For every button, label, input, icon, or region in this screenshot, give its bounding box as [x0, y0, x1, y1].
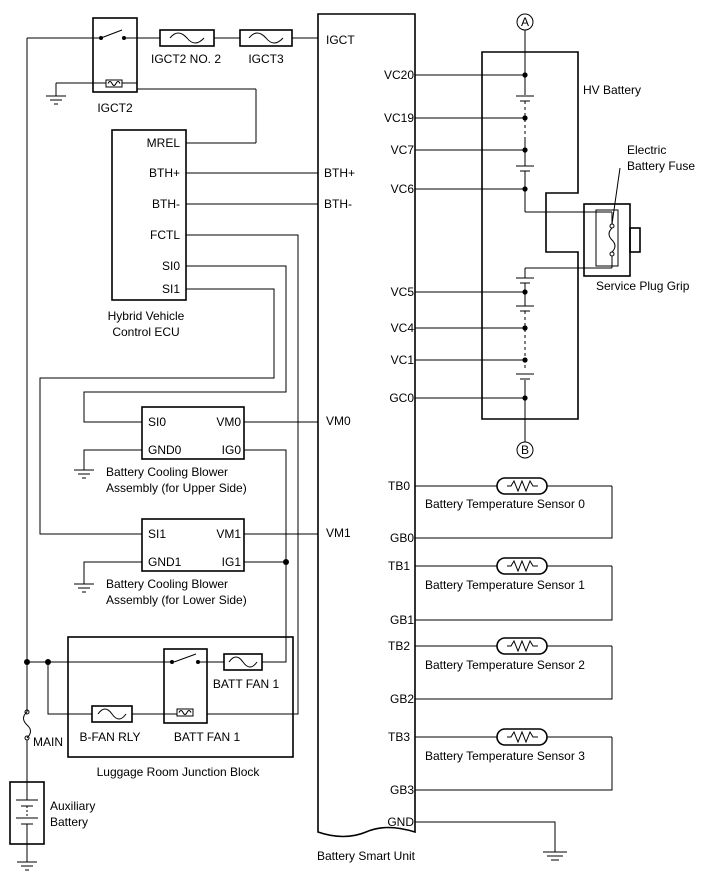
bsu-pin-vc4: VC4 — [391, 321, 415, 335]
battery-smart-unit: Battery Smart Unit IGCT BTH+ BTH- VM0 VM… — [317, 13, 416, 863]
blower-lower-pin-ig1: IG1 — [222, 555, 242, 569]
auxiliary-battery: Auxiliary Battery — [9, 740, 95, 871]
main-fuse: MAIN — [23, 709, 63, 749]
temp-sensor-3: Battery Temperature Sensor 3 — [415, 728, 613, 791]
igct2-relay: IGCT2 — [46, 17, 257, 144]
blower-upper-title-line1: Battery Cooling Blower — [106, 465, 228, 479]
hv-battery-taps — [415, 72, 528, 401]
blower-upper-title-line2: Assembly (for Upper Side) — [106, 481, 247, 495]
batt-fan1-relay-label: BATT FAN 1 — [174, 730, 241, 744]
bsu-pin-tb3: TB3 — [388, 730, 410, 744]
blower-upper-pin-vm0: VM0 — [216, 415, 241, 429]
connector-a-label: A — [521, 15, 529, 29]
fuse-igct2-no2-label: IGCT2 NO. 2 — [151, 52, 221, 66]
blower-lower-pin-si1: SI1 — [148, 527, 166, 541]
bsu-pin-vc20: VC20 — [384, 68, 414, 82]
temp-sensor-2: Battery Temperature Sensor 2 — [415, 637, 613, 700]
bsu-pin-tb2: TB2 — [388, 639, 410, 653]
aux-battery-label-line1: Auxiliary — [50, 799, 95, 813]
electric-battery-fuse-label-line1: Electric — [627, 143, 666, 157]
fuse-igct3-label: IGCT3 — [248, 52, 284, 66]
service-plug-grip: Service Plug Grip Electric Battery Fuse — [583, 143, 695, 293]
bsu-pin-tb0: TB0 — [388, 479, 410, 493]
bsu-pin-gb1: GB1 — [390, 613, 414, 627]
ecu-wiring — [39, 172, 318, 715]
ecu-pin-fctl: FCTL — [150, 228, 180, 242]
bsu-pin-bth-minus: BTH- — [324, 197, 352, 211]
bsu-pin-gb0: GB0 — [390, 531, 414, 545]
ecu-title-line2: Control ECU — [112, 325, 179, 339]
bsu-pin-vm0: VM0 — [326, 414, 351, 428]
bsu-pin-vm1: VM1 — [326, 526, 351, 540]
blower-lower-pin-gnd1: GND1 — [148, 555, 182, 569]
fuse-igct3: IGCT3 — [239, 29, 293, 66]
blower-lower-pin-vm1: VM1 — [216, 527, 241, 541]
blower-upper-pin-gnd0: GND0 — [148, 443, 182, 457]
bsu-pin-igct: IGCT — [326, 33, 355, 47]
bsu-pin-vc19: VC19 — [384, 111, 414, 125]
ecu-title-line1: Hybrid Vehicle — [108, 309, 185, 323]
temp-sensor-2-label: Battery Temperature Sensor 2 — [425, 658, 585, 672]
blower-upper-wiring — [74, 421, 318, 663]
battery-smart-unit-label: Battery Smart Unit — [317, 849, 416, 863]
junction-block-title: Luggage Room Junction Block — [97, 765, 261, 779]
ecu-pin-si0: SI0 — [162, 259, 180, 273]
aux-battery-label-line2: Battery — [50, 815, 88, 829]
blower-lower-wiring — [74, 533, 318, 593]
hv-battery-label: HV Battery — [583, 83, 641, 97]
bsu-pin-tb1: TB1 — [388, 559, 410, 573]
connector-b-label: B — [521, 443, 529, 457]
ecu-pin-mrel: MREL — [147, 136, 181, 150]
blower-assembly-lower: SI1 VM1 GND1 IG1 Battery Cooling Blower … — [106, 518, 247, 607]
temp-sensor-0-label: Battery Temperature Sensor 0 — [425, 497, 585, 511]
hybrid-vehicle-control-ecu: MREL BTH+ BTH- FCTL SI0 SI1 Hybrid Vehic… — [108, 129, 187, 339]
junction-block-wiring — [24, 659, 224, 715]
temp-sensor-0: Battery Temperature Sensor 0 — [415, 477, 613, 539]
ecu-pin-bth-plus: BTH+ — [149, 166, 180, 180]
bsu-pin-gb2: GB2 — [390, 692, 414, 706]
service-plug-grip-label: Service Plug Grip — [596, 279, 690, 293]
bsu-pin-bth-plus: BTH+ — [324, 166, 355, 180]
bsu-pin-vc5: VC5 — [391, 285, 415, 299]
electric-battery-fuse-label-line2: Battery Fuse — [627, 159, 695, 173]
temp-sensor-1-label: Battery Temperature Sensor 1 — [425, 578, 585, 592]
temp-sensor-3-label: Battery Temperature Sensor 3 — [425, 749, 585, 763]
main-fuse-label: MAIN — [33, 735, 63, 749]
blower-lower-title-line2: Assembly (for Lower Side) — [106, 593, 247, 607]
ignition-feed — [26, 37, 318, 712]
bsu-pin-gc0: GC0 — [389, 391, 414, 405]
blower-assembly-upper: SI0 VM0 GND0 IG0 Battery Cooling Blower … — [106, 406, 247, 495]
bsu-pin-vc6: VC6 — [391, 182, 415, 196]
bsu-ground — [415, 821, 567, 861]
igct2-relay-label: IGCT2 — [97, 101, 133, 115]
batt-fan1-fuse-label: BATT FAN 1 — [213, 677, 280, 691]
blower-lower-title-line1: Battery Cooling Blower — [106, 577, 228, 591]
hv-battery: HV Battery A B — [481, 13, 641, 459]
blower-upper-pin-si0: SI0 — [148, 415, 166, 429]
bsu-pin-gnd: GND — [387, 815, 414, 829]
fuse-igct2-no2: IGCT2 NO. 2 — [151, 29, 221, 66]
b-fan-rly-fuse-label: B-FAN RLY — [79, 730, 140, 744]
blower-upper-pin-ig0: IG0 — [222, 443, 242, 457]
temp-sensor-1: Battery Temperature Sensor 1 — [415, 557, 613, 621]
bsu-pin-vc7: VC7 — [391, 143, 415, 157]
ecu-pin-bth-minus: BTH- — [152, 197, 180, 211]
bsu-pin-gb3: GB3 — [390, 783, 414, 797]
ecu-pin-si1: SI1 — [162, 282, 180, 296]
luggage-room-junction-block: Luggage Room Junction Block BATT FAN 1 B… — [67, 636, 294, 779]
bsu-pin-vc1: VC1 — [391, 353, 415, 367]
